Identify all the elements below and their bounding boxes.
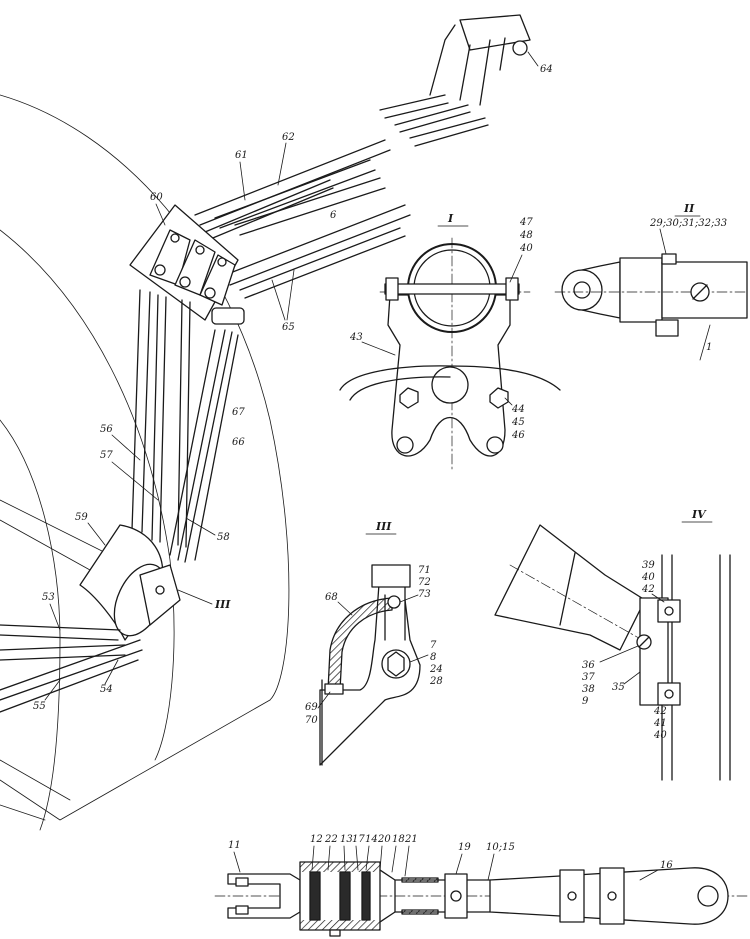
- callout-38: 38: [582, 684, 595, 695]
- callout-42-top: 42: [641, 584, 655, 595]
- vertical-rods: [131, 289, 191, 548]
- callout-7: 7: [430, 640, 437, 651]
- floor-panel: [0, 499, 121, 821]
- callout-65: 65: [282, 322, 295, 333]
- callout-19: 19: [458, 842, 471, 853]
- fork-11: [227, 873, 301, 919]
- cylinder-outline-inner: [0, 229, 175, 761]
- callout-8: 8: [430, 652, 436, 663]
- callout-28: 28: [429, 676, 443, 687]
- main-isometric-view: [0, 14, 531, 831]
- callout-16: 16: [660, 860, 673, 871]
- callout-55: 55: [33, 701, 46, 712]
- callout-71: 71: [418, 565, 431, 576]
- callout-24: 24: [429, 664, 443, 675]
- cylinder-outline-left: [0, 419, 61, 831]
- diagonal-rods: [169, 329, 239, 563]
- callout-59: 59: [75, 512, 88, 523]
- callout-60: 60: [150, 192, 163, 203]
- callout-21: 21: [404, 834, 418, 845]
- callout-40-top: 40: [641, 572, 655, 583]
- callout-61: 61: [235, 150, 248, 161]
- callout-57: 57: [100, 450, 113, 461]
- callout-41: 41: [653, 718, 667, 729]
- detail-IV: IV 39 40 42 36 37 38 9 35 42 41 40: [494, 508, 731, 781]
- callout-58: 58: [217, 532, 230, 543]
- callout-III: III: [214, 598, 231, 611]
- main-callouts: 64 62 61 6 60 65 67 66 56 57 58 59 III 5…: [33, 51, 553, 712]
- callout-12: 12: [310, 834, 323, 845]
- callout-22: 22: [324, 834, 338, 845]
- callout-9: 9: [582, 696, 589, 707]
- callout-6: 6: [330, 210, 337, 221]
- callout-20: 20: [377, 834, 391, 845]
- detail-IV-title: IV: [691, 508, 707, 521]
- callout-42-bottom: 42: [653, 706, 667, 717]
- callout-17: 17: [352, 834, 365, 845]
- callout-11: 11: [228, 840, 241, 851]
- callout-68: 68: [325, 592, 338, 603]
- spar-IV: [661, 554, 731, 781]
- fairing-IV: [494, 524, 646, 651]
- callout-36: 36: [582, 660, 595, 671]
- part-64-assembly: [379, 14, 531, 147]
- callout-13: 13: [340, 834, 353, 845]
- cylinder-floor: [0, 699, 271, 821]
- callout-69: 69: [305, 702, 318, 713]
- callout-18: 18: [392, 834, 405, 845]
- callout-56: 56: [100, 424, 113, 435]
- callout-35: 35: [612, 682, 625, 693]
- callout-73: 73: [418, 589, 431, 600]
- callout-40: 40: [519, 243, 533, 254]
- clamp-bolt: [384, 283, 520, 295]
- callout-37: 37: [582, 672, 595, 683]
- callout-62: 62: [282, 132, 295, 143]
- callout-72: 72: [418, 577, 431, 588]
- detail-III: III 71 72 73 68 7 8 24 28 69 70: [305, 520, 443, 766]
- detail-II-title: II: [683, 202, 695, 215]
- callout-10-15: 10;15: [486, 842, 515, 853]
- bracket-body-III: [319, 569, 421, 766]
- callout-40-bottom: 40: [653, 730, 667, 741]
- detail-II: II 29;30;31;32;33 1: [554, 202, 749, 361]
- callout-70: 70: [305, 715, 318, 726]
- callout-29-33: 29;30;31;32;33: [649, 218, 727, 229]
- rod-section: 11 12 22 13 17 14 20 18 21 19 10;15 16: [214, 834, 749, 937]
- bell-cranks: [149, 229, 245, 325]
- callout-14: 14: [365, 834, 378, 845]
- callout-48: 48: [519, 230, 533, 241]
- detail-III-title: III: [375, 520, 392, 533]
- callout-64: 64: [540, 64, 553, 75]
- upper-rods: [194, 139, 391, 241]
- callout-53: 53: [42, 592, 55, 603]
- callout-44: 44: [511, 404, 525, 415]
- callout-47: 47: [519, 217, 533, 228]
- callout-39: 39: [642, 560, 655, 571]
- callout-67: 67: [232, 407, 245, 418]
- callout-II-1: 1: [706, 342, 712, 353]
- cylinder-outline-outer: [0, 94, 290, 701]
- callout-66: 66: [232, 437, 245, 448]
- detail-I-title: I: [447, 212, 454, 225]
- callout-54: 54: [100, 684, 113, 695]
- callout-46: 46: [511, 430, 525, 441]
- detail-I: I 47 48 40 43 44 45 46: [339, 212, 561, 471]
- callout-45: 45: [511, 417, 525, 428]
- callout-43: 43: [349, 332, 363, 343]
- bottom-rods: [0, 624, 143, 713]
- lower-rods-65: [224, 204, 411, 299]
